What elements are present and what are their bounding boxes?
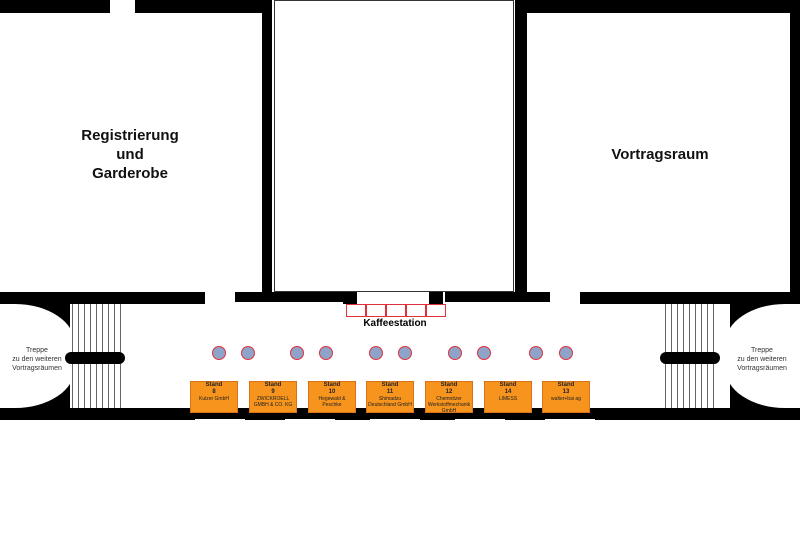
coffee-counter xyxy=(406,304,426,317)
table xyxy=(369,346,383,360)
stand-number: 9 xyxy=(271,389,275,395)
stand-number: 10 xyxy=(328,389,336,395)
stand-company: Kulzer GmbH xyxy=(198,396,229,402)
stair-landing-left xyxy=(65,352,125,364)
table xyxy=(477,346,491,360)
stairwell-right xyxy=(725,304,800,408)
coffee-counter xyxy=(346,304,366,317)
table xyxy=(398,346,412,360)
wall xyxy=(262,0,272,300)
stand-label: Stand xyxy=(264,382,282,388)
stand-label: Stand xyxy=(499,382,517,388)
stair-landing-right xyxy=(660,352,720,364)
stand-label: Stand xyxy=(323,382,341,388)
window xyxy=(455,419,505,422)
coffee-station-label: Kaffeestation xyxy=(363,318,427,329)
stand-number: 12 xyxy=(445,389,453,395)
stair-text: zu den weiteren xyxy=(737,356,787,363)
stand-label: Stand xyxy=(557,382,575,388)
room-label-lecture: Vortragsraum xyxy=(611,146,709,163)
stand-company: ZWICKROELL GMBH & CO. KG xyxy=(253,396,293,408)
wall xyxy=(790,13,800,293)
room-text: Registrierung xyxy=(81,127,179,144)
stand-label: Stand xyxy=(205,382,223,388)
coffee-counter xyxy=(386,304,406,317)
window xyxy=(195,419,245,422)
table xyxy=(241,346,255,360)
stand-number: 11 xyxy=(386,389,394,395)
stand-number: 8 xyxy=(212,389,216,395)
stair-text: Treppe xyxy=(26,347,48,354)
stand-company: Chemnitzer Werkstoffmechanik GmbH xyxy=(427,396,471,414)
stair-text: Treppe xyxy=(751,347,773,354)
stand-label: Stand xyxy=(440,382,458,388)
wall xyxy=(235,292,345,302)
central-hall xyxy=(274,0,514,292)
stand-company: Hegewald & Peschke xyxy=(318,396,346,408)
stair-text: Vortragsräumen xyxy=(737,365,787,372)
stair-text: zu den weiteren xyxy=(12,356,62,363)
table xyxy=(290,346,304,360)
table xyxy=(319,346,333,360)
room-text: und xyxy=(116,146,144,163)
wall xyxy=(0,0,110,13)
wall xyxy=(515,0,527,300)
pillar xyxy=(429,292,443,304)
stand-company: Shimadzu Deutschland GmbH xyxy=(368,396,412,408)
coffee-counter xyxy=(426,304,446,317)
coffee-counter xyxy=(366,304,386,317)
table xyxy=(559,346,573,360)
table xyxy=(529,346,543,360)
stand-number: 13 xyxy=(562,389,570,395)
table xyxy=(212,346,226,360)
stand-label: Stand xyxy=(381,382,399,388)
room-text: Garderobe xyxy=(92,165,168,182)
stand-company: LIMESS xyxy=(498,396,518,402)
stand-company: walter+bai ag xyxy=(551,396,581,402)
wall xyxy=(135,0,272,13)
stair-text: Vortragsräumen xyxy=(12,365,62,372)
pillar xyxy=(343,292,357,304)
window xyxy=(545,419,595,422)
window xyxy=(285,419,335,422)
stand-number: 14 xyxy=(504,389,512,395)
wall xyxy=(515,0,800,13)
stairwell-left xyxy=(0,304,75,408)
wall xyxy=(445,292,550,302)
table xyxy=(448,346,462,360)
window xyxy=(370,419,420,422)
